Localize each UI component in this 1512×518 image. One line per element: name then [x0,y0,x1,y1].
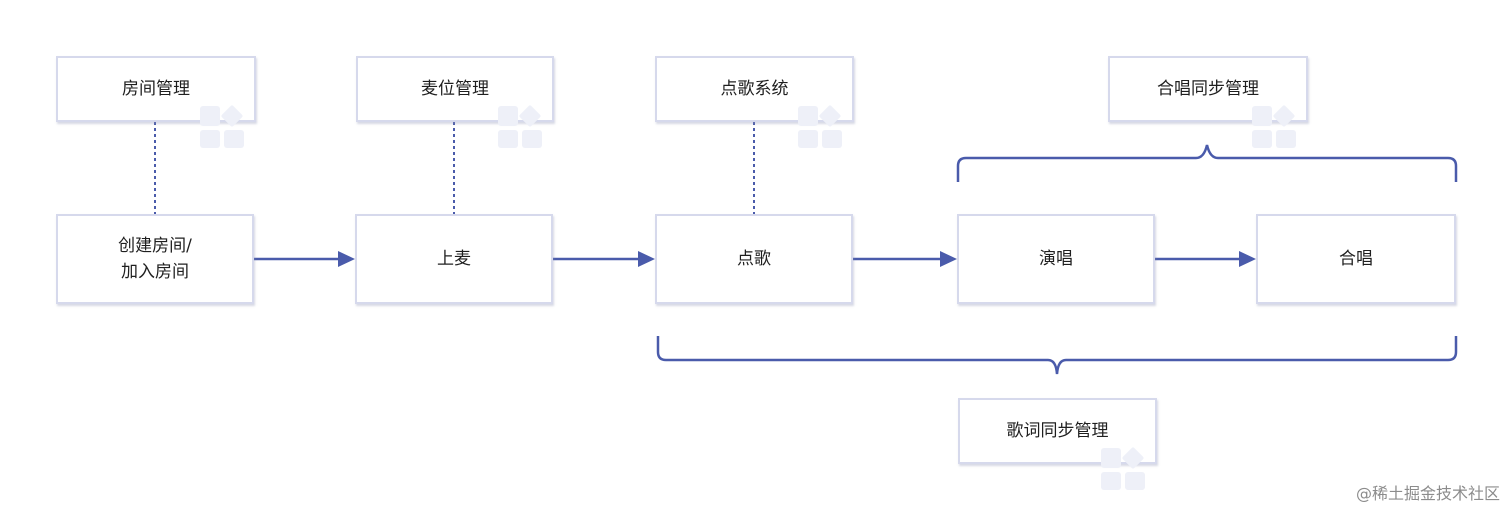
module-song-label: 点歌系统 [720,79,789,99]
watermark: @稀土掘金技术社区 [1355,484,1500,503]
flow-step-4-label: 演唱 [1039,249,1073,269]
module-lyric-sync: 歌词同步管理 [958,398,1157,490]
flow-step-2-label: 上麦 [437,249,471,269]
module-decoration-icon [1248,58,1306,148]
arrowhead-3 [940,251,957,267]
module-song-system: 点歌系统 [655,56,854,148]
module-mic-label: 麦位管理 [421,79,489,99]
module-chorus-label: 合唱同步管理 [1157,79,1259,99]
module-mic-management: 麦位管理 [356,56,554,148]
module-decoration-icon [196,58,254,148]
module-decoration-icon [1097,400,1155,490]
module-lyric-label: 歌词同步管理 [1006,421,1109,441]
flow-step-5-label: 合唱 [1339,249,1373,269]
lyric-brace [656,336,1458,375]
flow-step-3-label: 点歌 [737,249,771,269]
flow-step-chorus: 合唱 [1256,214,1456,304]
flow-step-order-song: 点歌 [655,214,853,304]
flow-step-go-on-mic: 上麦 [355,214,553,304]
module-room-management: 房间管理 [56,56,256,148]
module-decoration-icon [494,58,552,148]
flow-step-1-label: 创建房间/ 加入房间 [118,236,192,282]
flow-step-sing: 演唱 [957,214,1155,304]
arrowhead-2 [638,251,655,267]
arrowhead-4 [1239,251,1256,267]
module-chorus-sync: 合唱同步管理 [1108,56,1308,148]
chorus-brace [956,144,1458,182]
module-room-label: 房间管理 [122,79,190,99]
module-decoration-icon [794,58,852,148]
arrowhead-1 [338,251,355,267]
flow-step-create-join-room: 创建房间/ 加入房间 [56,214,254,304]
